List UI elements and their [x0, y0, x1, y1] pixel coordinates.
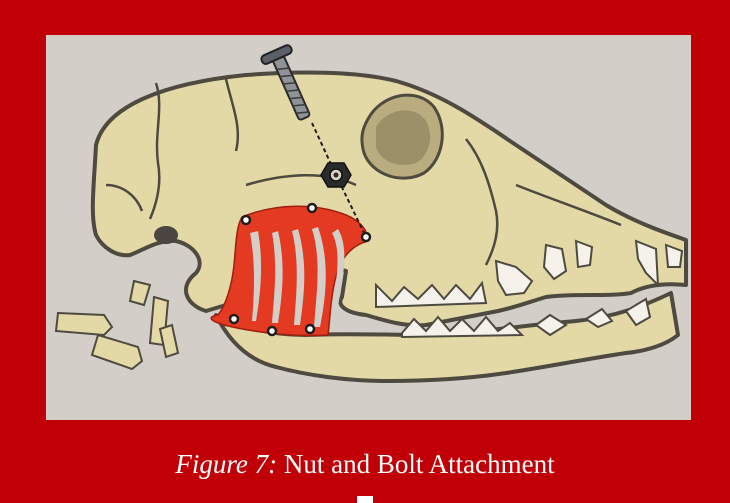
- skull-illustration: [46, 35, 691, 420]
- ear-hole: [154, 226, 178, 244]
- hex-nut-icon: [321, 163, 351, 187]
- skull-diagram: [46, 35, 691, 420]
- caption-figure-number: Figure 7:: [175, 449, 277, 479]
- caption-title: Nut and Bolt Attachment: [284, 449, 555, 479]
- figure-caption: Figure 7: Nut and Bolt Attachment: [0, 444, 730, 484]
- bottom-tab-marker: [357, 496, 373, 503]
